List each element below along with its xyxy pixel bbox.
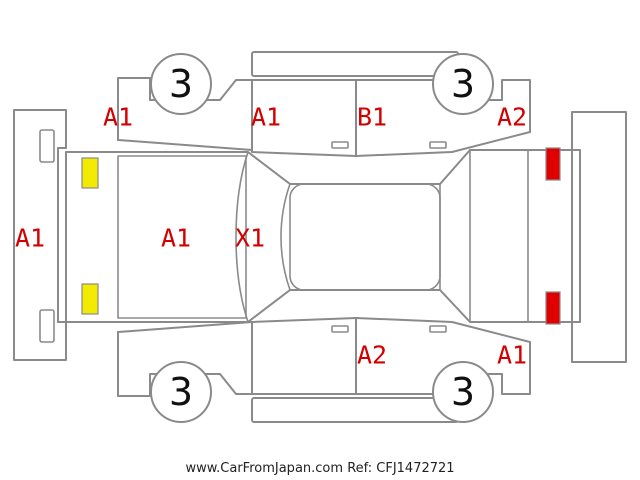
rear-bumper	[571, 111, 627, 363]
car-body-top-view	[65, 149, 573, 323]
front-bumper	[13, 109, 67, 361]
taillight-icon	[545, 147, 561, 181]
wheel-rear-left: 3	[432, 53, 494, 115]
wheel-count-label: 3	[169, 370, 193, 414]
wheel-rear-right: 3	[432, 361, 494, 423]
headlight-icon	[81, 283, 99, 315]
code-windshield: X1	[235, 224, 265, 253]
code-rear-right-door: A2	[357, 341, 387, 370]
wheel-front-left: 3	[150, 53, 212, 115]
code-rear-right-quarter: A1	[497, 341, 527, 370]
wheel-count-label: 3	[451, 62, 475, 106]
code-front-left-door: A1	[251, 103, 281, 132]
code-rear-left-quarter: A2	[497, 103, 527, 132]
footer-reference: www.CarFromJapan.com Ref: CFJ1472721	[185, 461, 454, 476]
taillight-icon	[545, 291, 561, 325]
wheel-count-label: 3	[169, 62, 193, 106]
footer-ref: Ref: CFJ1472721	[347, 461, 454, 476]
headlight-icon	[81, 157, 99, 189]
footer-url: www.CarFromJapan.com	[185, 461, 343, 476]
code-front-bumper: A1	[15, 224, 45, 253]
wheel-front-right: 3	[150, 361, 212, 423]
code-front-left-fender: A1	[103, 103, 133, 132]
wheel-count-label: 3	[451, 370, 475, 414]
code-hood: A1	[161, 224, 191, 253]
code-rear-left-door: B1	[357, 103, 387, 132]
bottom-side-panels	[117, 317, 531, 423]
